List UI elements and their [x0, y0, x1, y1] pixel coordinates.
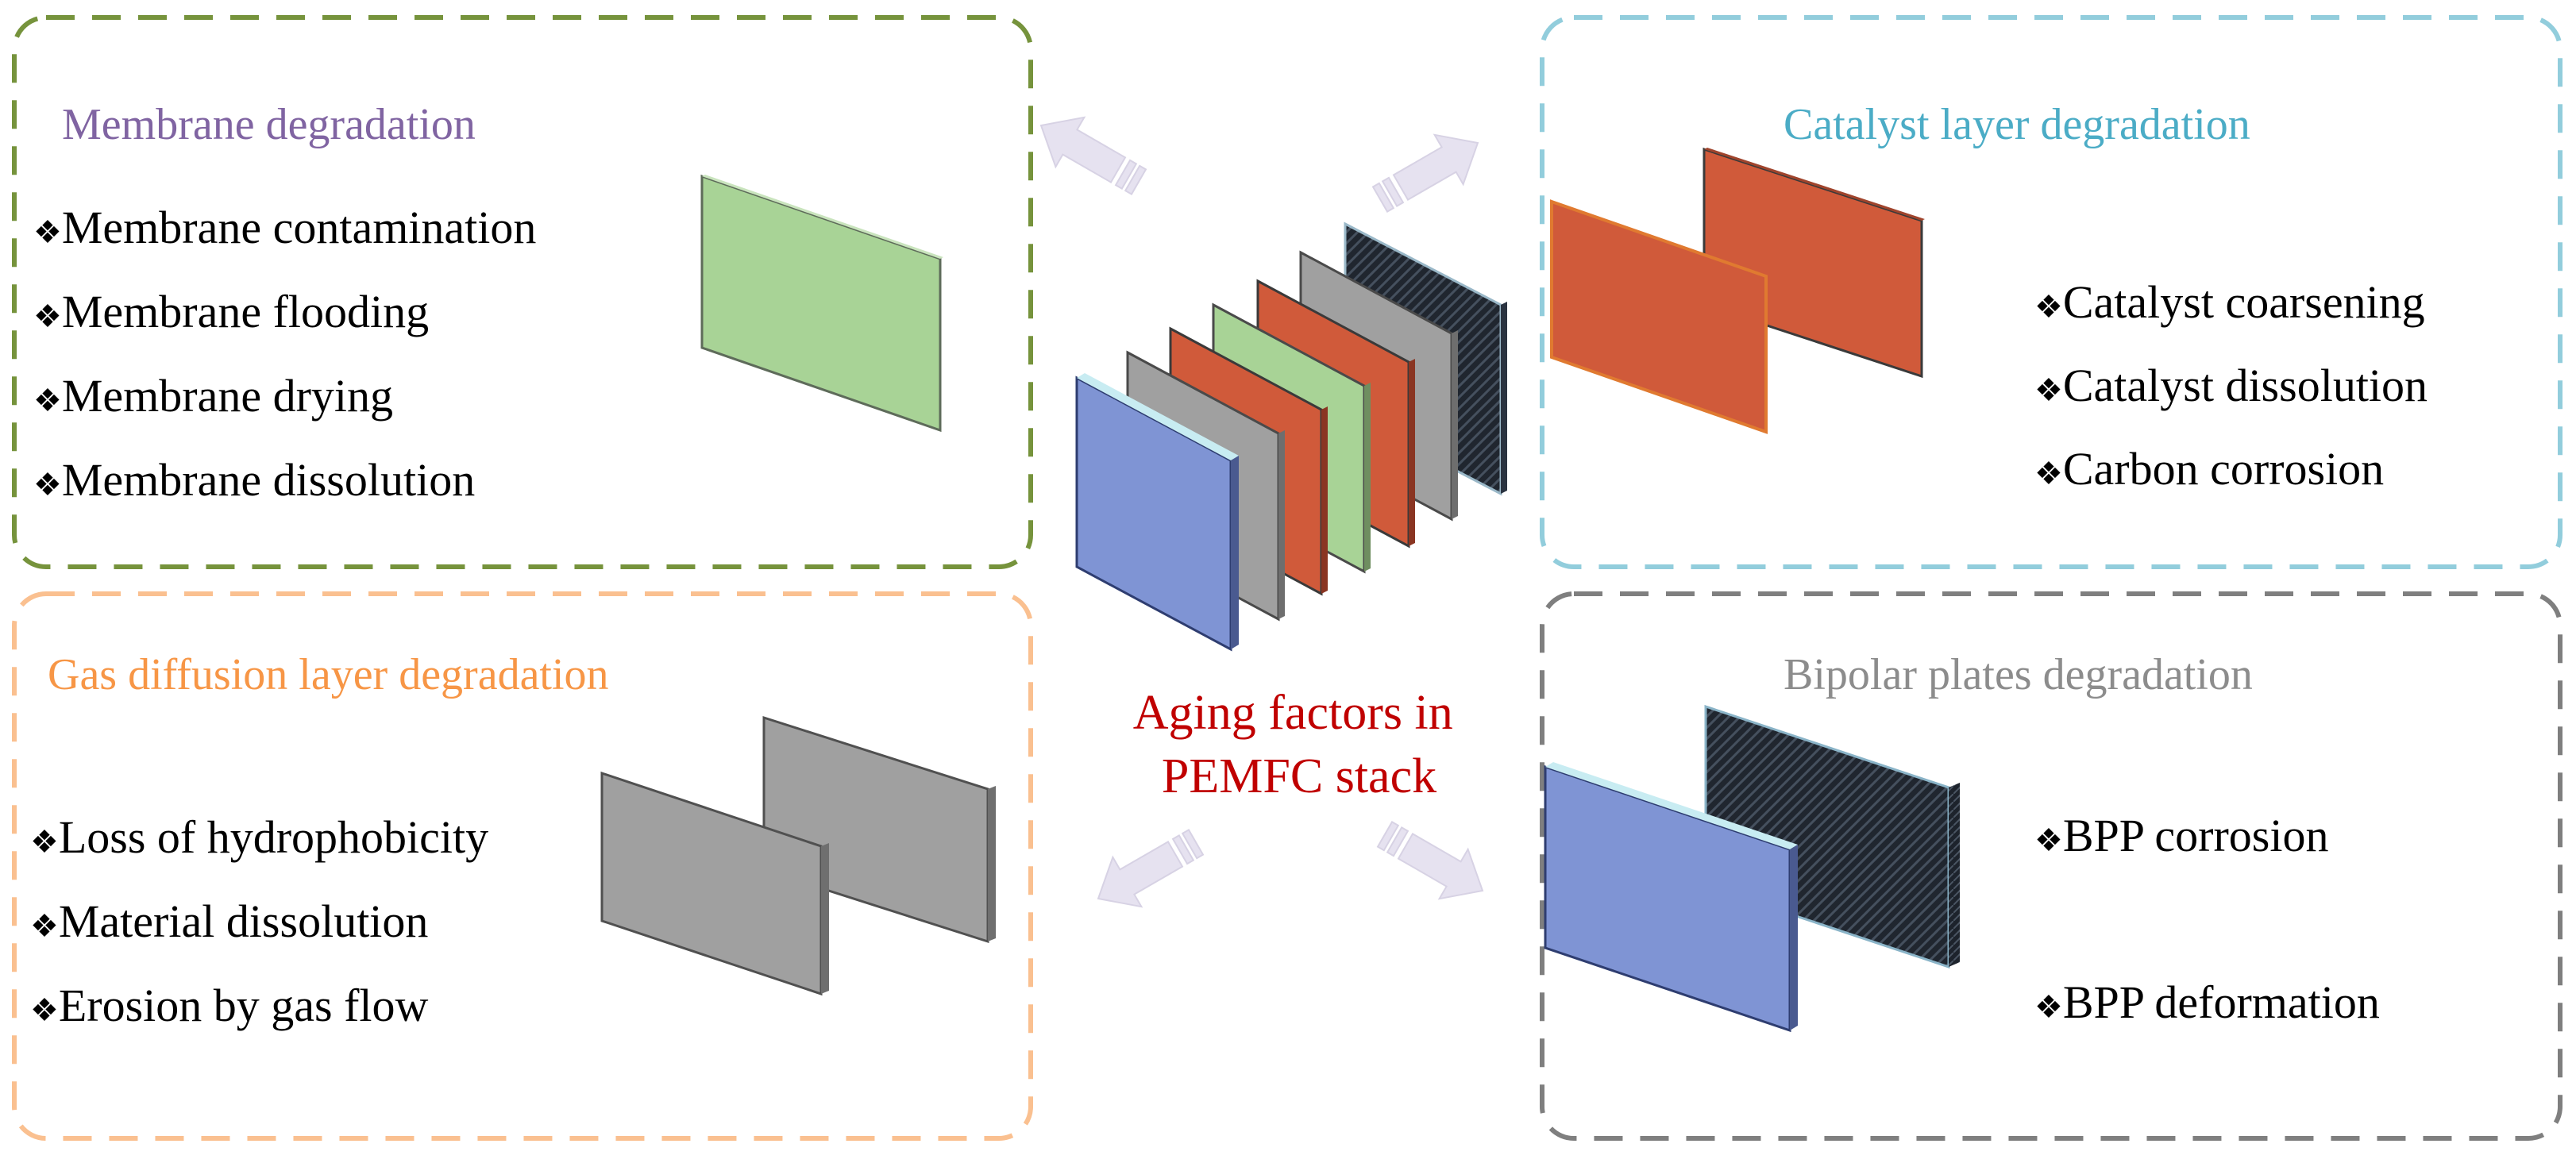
list-item: ❖Membrane drying: [33, 370, 393, 422]
diamond-bullet-icon: ❖: [2034, 822, 2063, 858]
center-title-line: Aging factors in: [1133, 686, 1453, 740]
gdl-item-list: ❖Loss of hydrophobicity ❖Material dissol…: [30, 811, 488, 1031]
list-item: ❖Erosion by gas flow: [30, 980, 429, 1031]
gdl-panel-border: [12, 591, 1033, 1141]
diamond-bullet-icon: ❖: [2034, 372, 2063, 408]
diamond-bullet-icon: ❖: [30, 824, 59, 860]
arrow-icon: [1039, 116, 1147, 195]
diamond-bullet-icon: ❖: [30, 908, 59, 944]
list-item-label: BPP corrosion: [2063, 810, 2329, 861]
bipolar-plates-icon: [1544, 704, 1960, 1033]
bipolar-panel-border: [1540, 591, 2563, 1141]
diamond-bullet-icon: ❖: [2034, 456, 2063, 491]
diamond-bullet-icon: ❖: [2034, 989, 2063, 1025]
diamond-bullet-icon: ❖: [33, 298, 62, 334]
membrane-panel-title: Membrane degradation: [62, 100, 476, 149]
center-title: Aging factors in PEMFC stack: [1133, 686, 1465, 803]
diamond-bullet-icon: ❖: [30, 992, 59, 1028]
gdl-plates-icon: [600, 715, 996, 996]
bipolar-panel-title: Bipolar plates degradation: [1784, 650, 2253, 699]
catalyst-panel-border: [1540, 15, 2563, 569]
catalyst-plates-icon: [1550, 147, 1925, 434]
pemfc-stack-icon: [1075, 221, 1507, 652]
list-item-label: Membrane dissolution: [62, 454, 475, 506]
arrow-icon: [1376, 821, 1484, 900]
list-item: ❖Carbon corrosion: [2034, 443, 2384, 495]
list-item: ❖BPP deformation: [2034, 976, 2380, 1028]
diamond-bullet-icon: ❖: [33, 467, 62, 502]
list-item: ❖Catalyst dissolution: [2034, 360, 2428, 411]
bipolar-item-list: ❖BPP corrosion ❖BPP deformation: [2034, 810, 2380, 1028]
list-item-label: Membrane flooding: [62, 286, 429, 337]
list-item-label: Erosion by gas flow: [59, 980, 429, 1031]
center-title-line: PEMFC stack: [1162, 749, 1436, 803]
arrow-icon: [1097, 829, 1205, 908]
list-item-label: Loss of hydrophobicity: [59, 811, 488, 863]
list-item: ❖Membrane dissolution: [33, 454, 475, 506]
diamond-bullet-icon: ❖: [33, 383, 62, 418]
list-item: ❖Membrane contamination: [33, 202, 536, 253]
diamond-bullet-icon: ❖: [2034, 289, 2063, 325]
list-item: ❖Catalyst coarsening: [2034, 276, 2425, 328]
list-item-label: BPP deformation: [2063, 976, 2380, 1028]
list-item-label: Membrane drying: [62, 370, 393, 422]
gdl-panel-title: Gas diffusion layer degradation: [48, 650, 609, 699]
catalyst-item-list: ❖Catalyst coarsening ❖Catalyst dissoluti…: [2034, 276, 2428, 495]
membrane-panel-border: [12, 15, 1033, 569]
list-item-label: Material dissolution: [59, 895, 429, 947]
list-item: ❖BPP corrosion: [2034, 810, 2328, 861]
list-item-label: Carbon corrosion: [2063, 443, 2384, 495]
diamond-bullet-icon: ❖: [33, 214, 62, 250]
list-item: ❖Loss of hydrophobicity: [30, 811, 488, 863]
list-item-label: Catalyst coarsening: [2063, 276, 2425, 328]
list-item-label: Membrane contamination: [62, 202, 537, 253]
membrane-plate-icon: [700, 174, 943, 433]
arrow-icon: [1371, 133, 1479, 213]
membrane-item-list: ❖Membrane contamination ❖Membrane floodi…: [33, 202, 536, 506]
list-item: ❖Material dissolution: [30, 895, 428, 947]
list-item: ❖Membrane flooding: [33, 286, 429, 337]
list-item-label: Catalyst dissolution: [2063, 360, 2428, 411]
catalyst-panel-title: Catalyst layer degradation: [1784, 100, 2250, 149]
